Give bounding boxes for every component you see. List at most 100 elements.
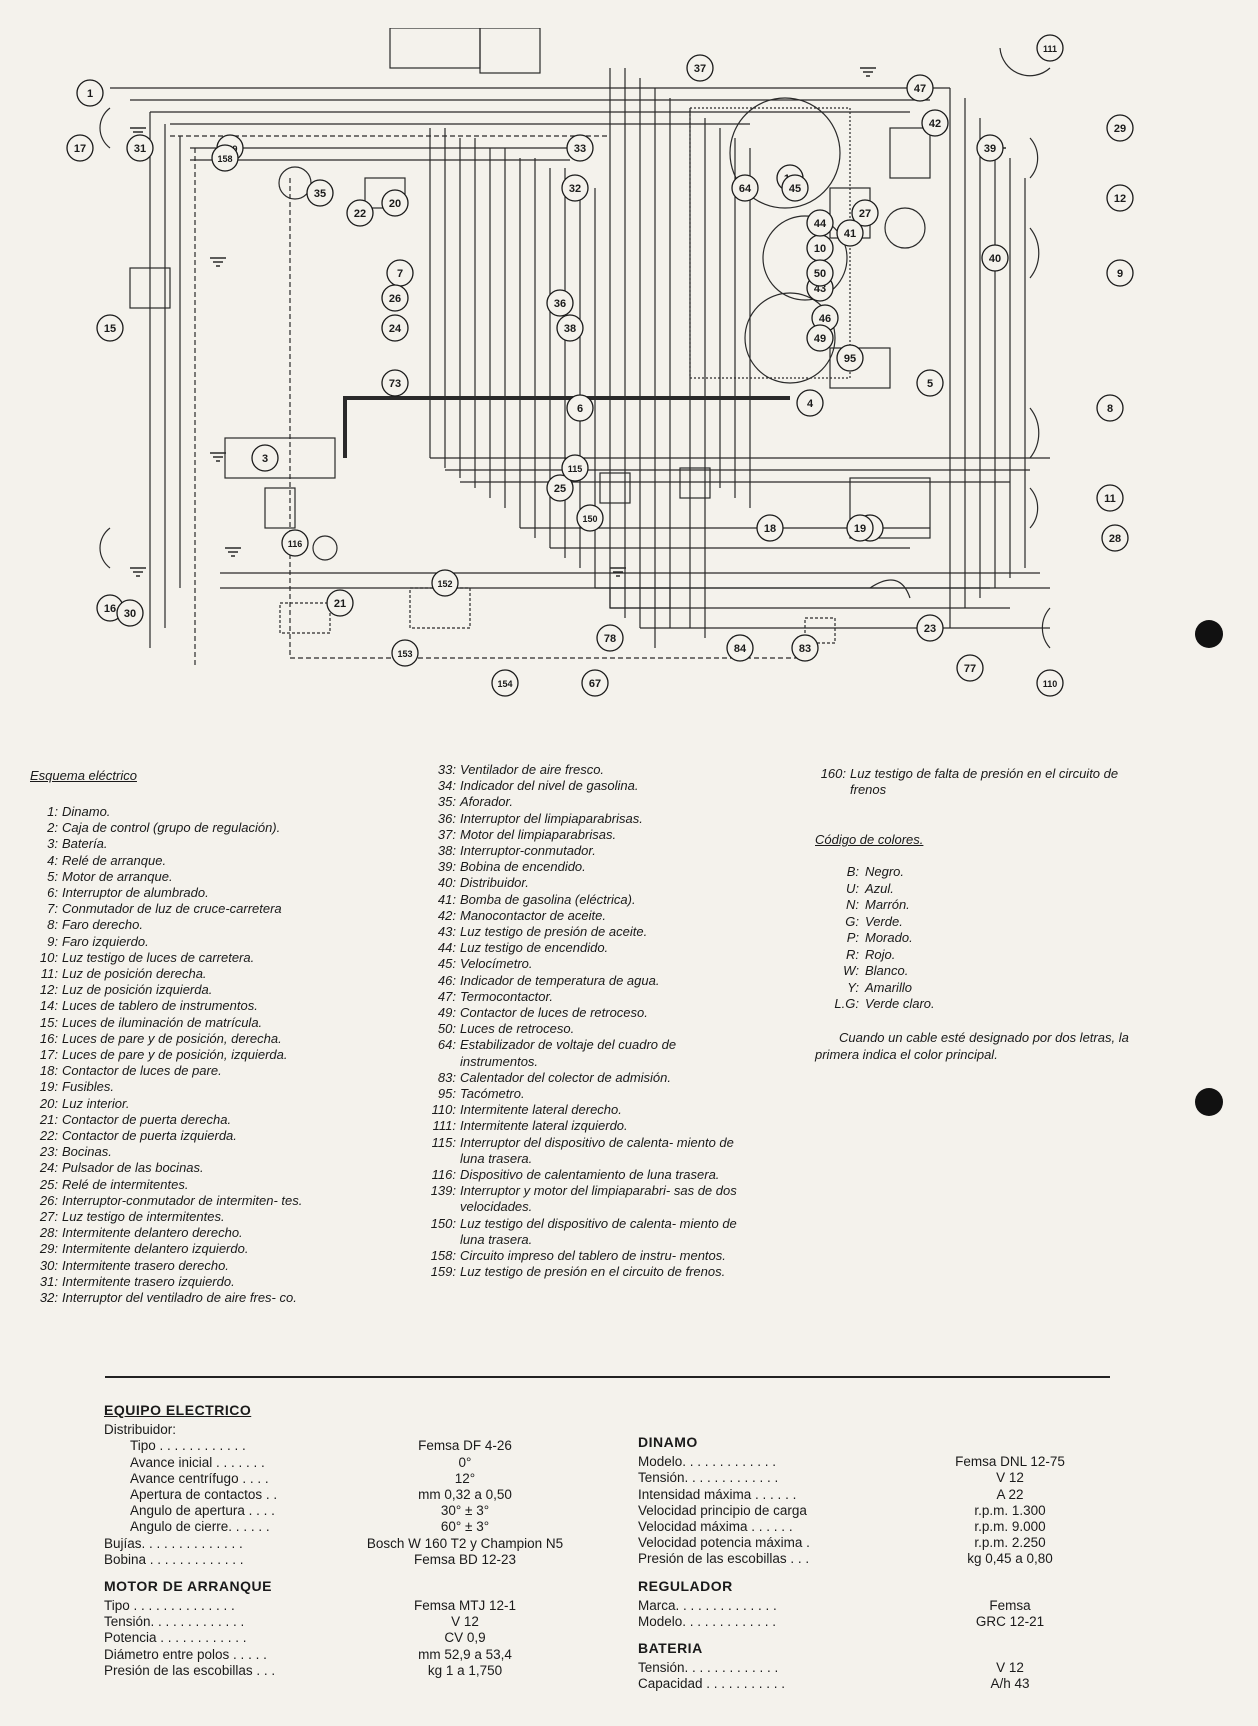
regulador-title: REGULADOR	[638, 1577, 733, 1594]
legend-item: 37:Motor del limpiaparabrisas.	[420, 827, 750, 843]
legend-item-text: Dispositivo de calentamiento de luna tra…	[460, 1167, 720, 1183]
spec-value: Femsa	[989, 1597, 1031, 1613]
color-code-item: G: Verde.	[815, 914, 935, 931]
dinamo-section: DINAMO Modelo. . . . . . . . . . . . .Fe…	[638, 1434, 1138, 1693]
spec-row: Capacidad . . . . . . . . . . .A/h 43	[638, 1676, 1138, 1692]
section-divider	[105, 1376, 1110, 1378]
diagram-label-circle	[326, 589, 354, 617]
legend-item: 42:Manocontactor de aceite.	[420, 908, 750, 924]
diagram-label-circle	[791, 634, 819, 662]
diagram-label: 32	[569, 183, 581, 195]
legend-item-number: 38:	[437, 843, 456, 859]
color-code-item: N:Marrón.	[815, 897, 935, 914]
diagram-label: 23	[924, 623, 936, 635]
diagram-label-circle	[431, 569, 459, 597]
equipo-electrico-rows: Tipo . . . . . . . . . . . .Femsa DF 4-2…	[104, 1438, 604, 1568]
legend-item-text: Interruptor del dispositivo de calenta- …	[460, 1134, 734, 1166]
diagram-label: 42	[929, 118, 941, 130]
legend-item-text: Luz interior.	[62, 1095, 130, 1111]
legend-item: 7:Conmutador de luz de cruce-carretera	[30, 901, 350, 917]
legend-item-number: 47:	[437, 988, 456, 1004]
diagram-label: 116	[288, 539, 303, 549]
color-code-item: P:Morado.	[815, 930, 935, 947]
legend-column-1: 1:Dinamo.2:Caja de control (grupo de reg…	[30, 804, 350, 1306]
legend-item-text: Circuito impreso del tablero de instru- …	[460, 1248, 726, 1264]
dinamo-rows: Modelo. . . . . . . . . . . . .Femsa DNL…	[638, 1454, 1138, 1567]
legend-item-text: Intermitente trasero derecho.	[62, 1257, 229, 1273]
color-code-letter: N:	[846, 897, 859, 912]
diagram-label-circle	[846, 514, 874, 542]
diagram-label-circle	[851, 199, 879, 227]
legend-item-number: 111:	[432, 1118, 456, 1134]
color-code-letter: W:	[843, 963, 859, 978]
diagram-label: 44	[814, 218, 827, 230]
legend-item-number: 15:	[39, 1014, 58, 1030]
legend-item-text: Luz testigo de presión de aceite.	[460, 924, 648, 940]
legend-item: 111:Intermitente lateral izquierdo.	[420, 1118, 750, 1134]
spec-value: V 12	[451, 1614, 479, 1630]
diagram-label-circle	[546, 474, 574, 502]
legend-item-text: Contactor de luces de pare.	[62, 1063, 222, 1079]
legend-item-text: Distribuidor.	[460, 875, 529, 891]
legend-item-text: Motor del limpiaparabrisas.	[460, 826, 617, 842]
diagram-label-circle	[806, 324, 834, 352]
legend-item-number: 33:	[437, 762, 456, 777]
color-code-name: Verde.	[865, 913, 903, 929]
spec-value: kg 1 a 1,750	[427, 1662, 503, 1678]
legend-item-number: 159:	[430, 1264, 456, 1280]
legend-item-number: 9:	[47, 933, 58, 949]
color-code-item: R:Rojo.	[815, 947, 935, 964]
spec-label: Apertura de contactos . .	[130, 1486, 278, 1502]
diagram-label: 154	[497, 679, 512, 689]
diagram-label-circle	[981, 244, 1009, 272]
spec-value: A 22	[996, 1486, 1024, 1502]
spec-row: Diámetro entre polos . . . . .mm 52,9 a …	[104, 1647, 604, 1663]
diagram-label: 39	[984, 143, 996, 155]
diagram-label: 6	[577, 403, 583, 415]
legend-item-number: 30:	[39, 1257, 58, 1273]
diagram-label: 45	[789, 183, 801, 195]
spec-value: r.p.m. 1.300	[974, 1502, 1046, 1518]
spec-row: Presión de las escobillas . . .kg 1 a 1,…	[104, 1663, 604, 1679]
color-code-name: Blanco.	[865, 963, 909, 978]
spec-row: Tipo . . . . . . . . . . . .Femsa DF 4-2…	[104, 1438, 604, 1454]
legend-item: 40:Distribuidor.	[420, 875, 750, 891]
legend-item-number: 42:	[437, 907, 456, 923]
legend-item-text: Indicador de temperatura de agua.	[460, 972, 660, 988]
legend-item-number: 32:	[39, 1290, 58, 1306]
legend-column-3: 160:Luz testigo de falta de presión en e…	[810, 766, 1140, 798]
legend-item-text: Relé de arranque.	[62, 852, 167, 868]
legend-item-number: 4:	[47, 852, 58, 868]
color-code-letter: G:	[845, 913, 859, 929]
diagram-label: 36	[554, 298, 566, 310]
legend-item-number: 110:	[431, 1102, 456, 1118]
legend-item-text: Faro derecho.	[62, 917, 143, 933]
diagram-label: 40	[989, 253, 1001, 265]
legend-item: 36:Interruptor del limpiaparabrisas.	[420, 811, 750, 827]
spec-value: Bosch W 160 T2 y Champion N5	[366, 1535, 564, 1551]
legend-item: 30:Intermitente trasero derecho.	[30, 1258, 350, 1274]
wiring-diagram: 1234567891011121415161718192021222324252…	[50, 28, 1150, 753]
spec-value: CV 0,9	[444, 1630, 486, 1646]
spec-row: Bobina . . . . . . . . . . . . .Femsa BD…	[104, 1552, 604, 1568]
legend-item: 160:Luz testigo de falta de presión en e…	[810, 766, 1140, 798]
legend-item: 35:Aforador.	[420, 794, 750, 810]
color-code-name: Azul.	[865, 880, 894, 896]
legend-item-number: 26:	[39, 1192, 58, 1208]
legend-item-text: Calentador del colector de admisión.	[460, 1069, 672, 1085]
legend-item-text: Manocontactor de aceite.	[460, 907, 606, 923]
spec-row: Angulo de apertura . . . .30° ± 3°	[104, 1503, 604, 1519]
legend-title: Esquema eléctrico	[30, 768, 137, 783]
legend-item-text: Tacómetro.	[460, 1086, 525, 1102]
legend-item-number: 35:	[437, 794, 456, 810]
legend-item: 50:Luces de retroceso.	[420, 1021, 750, 1037]
wiring-diagram-svg: 1234567891011121415161718192021222324252…	[66, 28, 1134, 697]
legend-item: 64:Estabilizador de voltaje del cuadro d…	[420, 1037, 750, 1069]
legend-item-text: Luz testigo de intermitentes.	[62, 1209, 225, 1225]
color-code-letter: Y:	[847, 979, 859, 995]
diagram-label: 24	[389, 323, 402, 335]
legend-item-number: 44:	[437, 940, 456, 956]
legend-item-number: 8:	[47, 917, 58, 933]
spec-row: Tensión. . . . . . . . . . . . .V 12	[638, 1470, 1138, 1486]
